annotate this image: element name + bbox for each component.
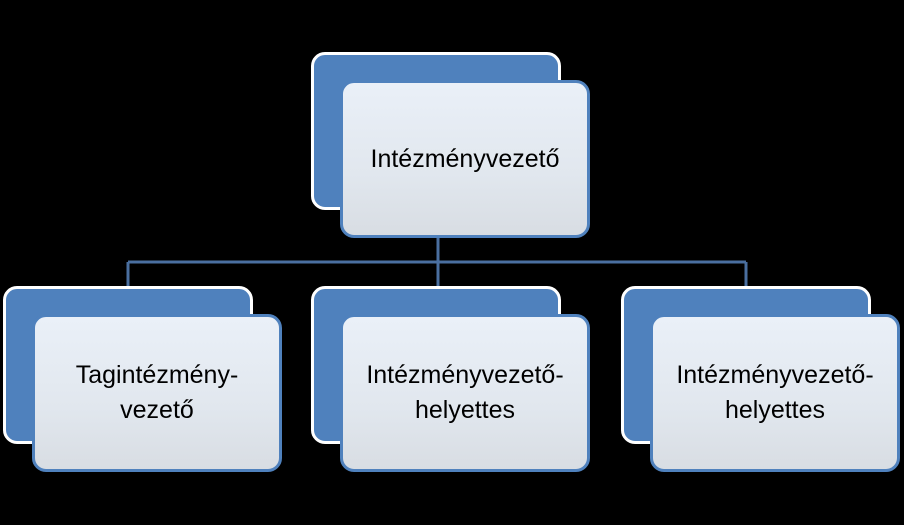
- node-root-box: Intézményvezető: [340, 80, 590, 238]
- node-child-2-label: Intézményvezető- helyettes: [366, 361, 564, 424]
- node-child-3-box: Intézményvezető- helyettes: [650, 314, 900, 472]
- node-child-1-label: Tagintézmény- vezető: [75, 361, 239, 424]
- node-child-3-label: Intézményvezető- helyettes: [676, 361, 874, 424]
- node-child-2-box: Intézményvezető- helyettes: [340, 314, 590, 472]
- node-root-label: Intézményvezető: [370, 144, 560, 173]
- node-child-1-box: Tagintézmény- vezető: [32, 314, 282, 472]
